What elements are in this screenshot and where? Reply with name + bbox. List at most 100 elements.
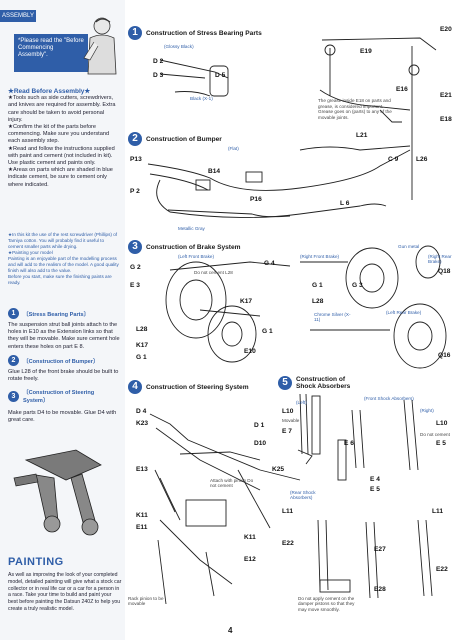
step-4-title: Construction of Steering System xyxy=(146,383,249,391)
step-2-header: 2 Construction of Bumper xyxy=(128,132,222,146)
step-2-number: 2 xyxy=(128,132,142,146)
left-step-2-header: 2 〔Construction of Bumper〕 xyxy=(8,355,99,366)
part-label: E21 xyxy=(440,92,452,99)
part-label: E13 xyxy=(136,466,148,473)
part-label: D 1 xyxy=(254,422,265,429)
part-label: K11 xyxy=(244,534,256,541)
step-1-title: Construction of Stress Bearing Parts xyxy=(146,29,262,37)
step-5-title: Construction of Shock Absorbers xyxy=(296,376,351,390)
part-label: E 6 xyxy=(344,440,354,447)
part-label: E28 xyxy=(374,586,386,593)
part-label: E12 xyxy=(244,556,256,563)
page-tab: ASSEMBLY xyxy=(0,10,36,22)
part-label: E 7 xyxy=(282,428,292,435)
annotation: Rack pinion to be movable xyxy=(128,596,164,606)
part-label: L26 xyxy=(416,156,428,163)
part-label: E27 xyxy=(374,546,386,553)
annotation: Movable xyxy=(282,418,300,423)
step-4-number: 4 xyxy=(128,380,142,394)
part-label: K25 xyxy=(272,466,285,473)
part-label: G 4 xyxy=(264,260,275,267)
left-step-1-body: The suspension strut ball joints attach … xyxy=(8,322,120,350)
before-assembly: ★Read Before Assembly★ ★Tools such as si… xyxy=(8,88,118,189)
left-step-3-number: 3 xyxy=(8,390,19,402)
part-label: P13 xyxy=(130,156,142,163)
annotation: (Front Shock Absorbers) xyxy=(364,396,414,401)
part-label: C 9 xyxy=(388,156,399,163)
step-5-number: 5 xyxy=(278,376,292,390)
left-step-1-title: 〔Stress Bearing Parts〕 xyxy=(23,311,90,318)
annotation: Do not cement L28 xyxy=(194,270,233,275)
part-label: P16 xyxy=(250,196,262,203)
part-label: L11 xyxy=(282,508,293,515)
annotation: (Right) xyxy=(420,408,434,413)
part-label: E 5 xyxy=(370,486,380,493)
left-step-3-title: 〔Construction of Steering System〕 xyxy=(23,390,95,404)
part-label: E 4 xyxy=(370,476,380,483)
part-label: E18 xyxy=(440,116,452,123)
annotation: Chrome Silver (X-11) xyxy=(314,312,351,322)
part-label: L 6 xyxy=(340,200,350,207)
part-label: G 2 xyxy=(130,264,141,271)
annotation: (Glossy Black) xyxy=(164,44,194,49)
part-label: Q16 xyxy=(438,352,451,359)
part-label: L28 xyxy=(312,298,324,305)
step-3-title: Construction of Brake System xyxy=(146,243,241,251)
part-label: E22 xyxy=(282,540,294,547)
before-assembly-body: ★Tools such as side cutters, screwdriver… xyxy=(8,95,116,188)
part-label: K11 xyxy=(136,512,148,519)
mechanic-illustration xyxy=(83,17,117,75)
left-step-2-body: Glue L28 of the front brake should be bu… xyxy=(8,369,119,383)
annotation: (Left Front Brake) xyxy=(178,254,214,259)
step-3-number: 3 xyxy=(128,240,142,254)
part-label: D 4 xyxy=(136,408,147,415)
part-label: K17 xyxy=(136,342,149,349)
step-2-title: Construction of Bumper xyxy=(146,135,222,143)
part-label: G 1 xyxy=(312,282,323,289)
part-label: E11 xyxy=(136,524,148,531)
annotation: Metallic Gray xyxy=(178,226,205,231)
part-label: L10 xyxy=(282,408,294,415)
part-label: L21 xyxy=(356,132,368,139)
part-label: E10 xyxy=(244,348,256,355)
annotation: Black (X-1) xyxy=(190,96,213,101)
step-1-header: 1 Construction of Stress Bearing Parts xyxy=(128,26,262,40)
annotation: Do not cement xyxy=(420,432,450,437)
step-5-header: 5 Construction of Shock Absorbers xyxy=(278,376,358,390)
part-label: G 1 xyxy=(136,354,147,361)
annotation: The grease inside E18 on parts and greas… xyxy=(318,98,392,120)
annotation: (Rear Shock Absorbers) xyxy=(290,490,316,500)
before-assembly-title: ★Read Before Assembly★ xyxy=(8,88,91,95)
left-step-1-header: 1 〔Stress Bearing Parts〕 xyxy=(8,308,89,319)
part-label: L11 xyxy=(432,508,443,515)
left-step-3-header: 3 〔Construction of Steering System〕 xyxy=(8,388,113,404)
part-label: K17 xyxy=(240,298,253,305)
part-label: D 5 xyxy=(215,72,226,79)
part-label: D 2 xyxy=(153,58,164,65)
page-number: 4 xyxy=(228,626,233,635)
annotation: Do not apply cement on the damper piston… xyxy=(298,596,355,612)
annotation: (Right Front Brake) xyxy=(300,254,340,259)
part-label: P 2 xyxy=(130,188,140,195)
part-label: E16 xyxy=(396,86,408,93)
painting-body: As well as improving the look of your co… xyxy=(8,572,122,612)
part-label: E20 xyxy=(440,26,452,33)
painting-title: PAINTING xyxy=(8,556,64,568)
left-step-2-title: 〔Construction of Bumper〕 xyxy=(23,358,99,365)
part-label: K23 xyxy=(136,420,149,427)
part-label: B14 xyxy=(208,168,221,175)
steering-assembly-photo xyxy=(6,430,121,540)
annotation: (Flat) xyxy=(228,146,239,151)
annotation: (Left) xyxy=(296,400,307,405)
part-label: L28 xyxy=(136,326,148,333)
part-label: G 3 xyxy=(352,282,363,289)
left-step-1-number: 1 xyxy=(8,308,19,319)
part-label: Q18 xyxy=(438,268,451,275)
annotation: Attach with pinion Do not cement xyxy=(210,478,254,488)
step-3-header: 3 Construction of Brake System xyxy=(128,240,241,254)
part-label: D 3 xyxy=(153,72,164,79)
part-label: E 5 xyxy=(436,440,446,447)
step-4-header: 4 Construction of Steering System xyxy=(128,380,249,394)
